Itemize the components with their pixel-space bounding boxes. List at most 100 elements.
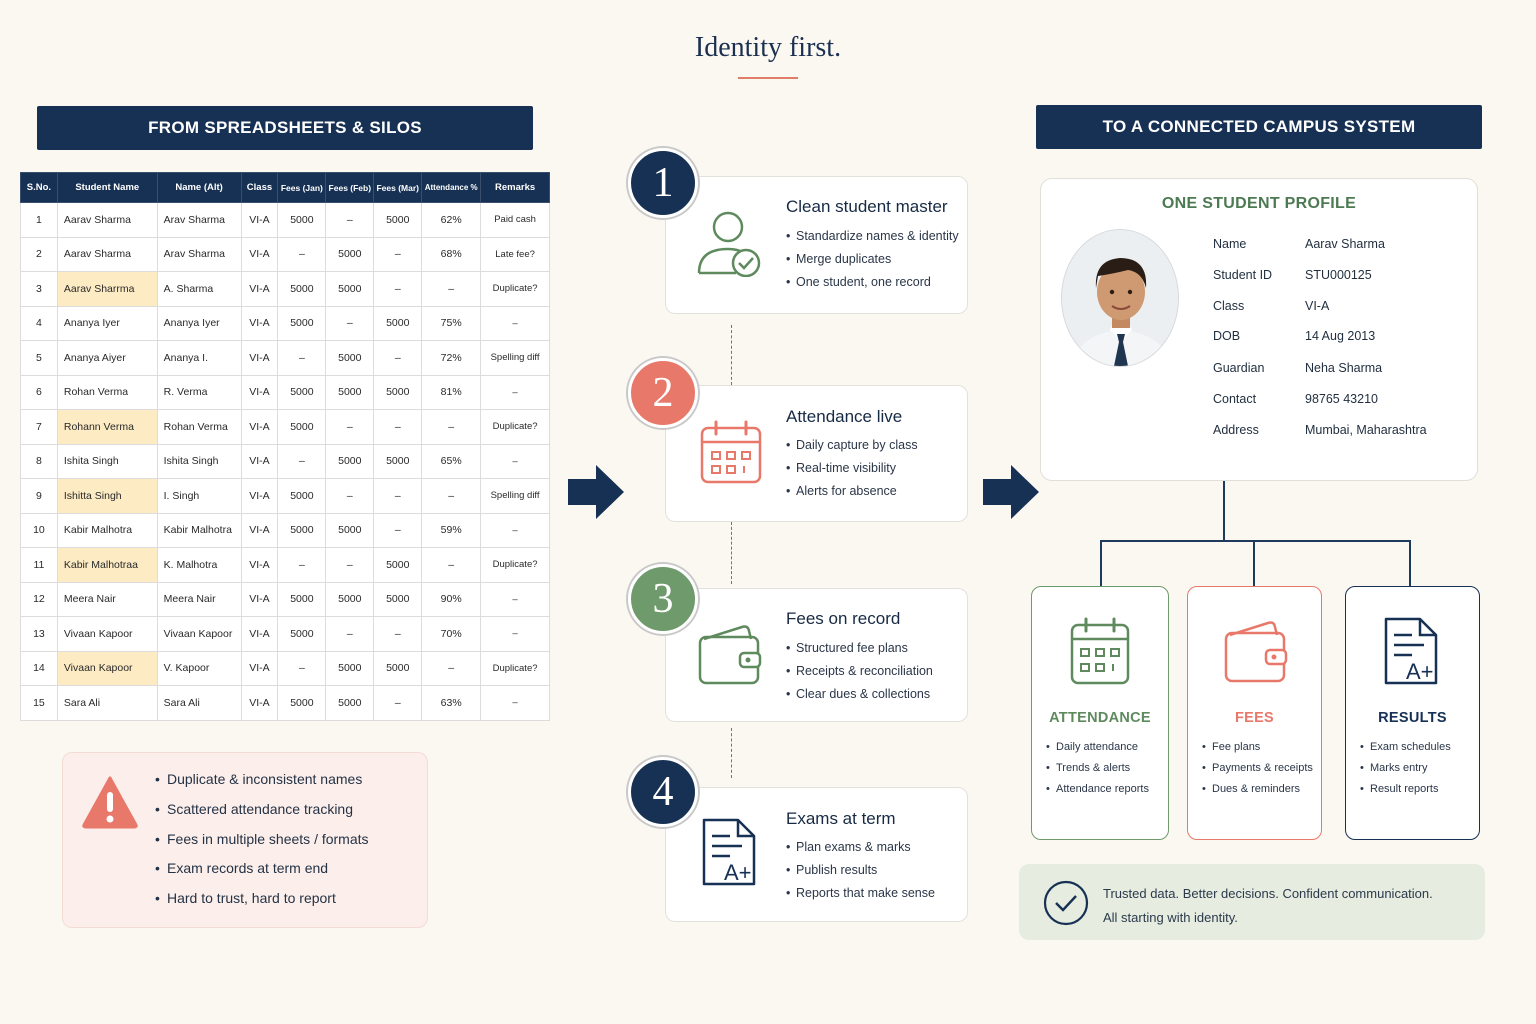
table-cell: 5000 xyxy=(277,478,327,514)
sheet-header: Student Name xyxy=(56,172,158,203)
step-list: Daily capture by class Real-time visibil… xyxy=(786,438,918,507)
module-item: Result reports xyxy=(1360,783,1451,804)
table-cell: Meera Nair xyxy=(156,581,242,617)
table-cell: Aarav Sharma xyxy=(56,236,158,272)
table-cell: – xyxy=(277,340,327,376)
table-cell: 5000 xyxy=(277,581,327,617)
exam-document-icon: A+ xyxy=(1384,617,1438,685)
table-cell: Rohan Verma xyxy=(156,409,242,445)
sheet-header: S.No. xyxy=(20,172,58,203)
table-cell: Duplicate? xyxy=(480,547,550,583)
summary-text: Trusted data. Better decisions. Confiden… xyxy=(1103,882,1433,930)
table-cell: VI-A xyxy=(240,236,279,272)
wallet-icon xyxy=(1224,621,1288,683)
table-cell: 72% xyxy=(421,340,482,376)
profile-label: Student ID xyxy=(1213,268,1273,282)
table-cell: Late fee? xyxy=(480,236,550,272)
table-cell: Spelling diff xyxy=(480,340,550,376)
table-cell: Vivaan Kapoor xyxy=(56,650,158,686)
table-cell: – xyxy=(325,478,375,514)
step-item: Clear dues & collections xyxy=(786,687,933,710)
table-cell: 5000 xyxy=(325,650,375,686)
step-item: One student, one record xyxy=(786,275,959,298)
table-cell: 5000 xyxy=(277,616,327,652)
module-item: Trends & alerts xyxy=(1046,762,1149,783)
table-cell: 62% xyxy=(421,202,482,238)
right-banner: TO A CONNECTED CAMPUS SYSTEM xyxy=(1036,105,1482,149)
avatar xyxy=(1061,229,1179,367)
table-cell: 5000 xyxy=(373,443,423,479)
table-cell: – xyxy=(373,685,423,721)
table-cell: Ishitta Singh xyxy=(56,478,158,514)
table-cell: – xyxy=(373,409,423,445)
step-item: Structured fee plans xyxy=(786,641,933,664)
step-connector xyxy=(731,522,732,584)
table-cell: Rohann Verma xyxy=(56,409,158,445)
step-card-3: Fees on record Structured fee plans Rece… xyxy=(665,588,968,722)
table-cell: Sara Ali xyxy=(156,685,242,721)
step-item: Alerts for absence xyxy=(786,484,918,507)
profile-label: Address xyxy=(1213,423,1259,437)
module-list: Fee plans Payments & receipts Dues & rem… xyxy=(1202,741,1313,804)
step-number-1: 1 xyxy=(628,148,698,218)
table-cell: 81% xyxy=(421,374,482,410)
module-title: FEES xyxy=(1234,710,1275,726)
sheet-header: Fees (Mar) xyxy=(373,172,423,203)
table-cell: 5000 xyxy=(277,409,327,445)
step-list: Standardize names & identity Merge dupli… xyxy=(786,229,959,298)
connector-line xyxy=(1253,540,1255,586)
table-cell: 5000 xyxy=(277,202,327,238)
table-cell: – xyxy=(421,547,482,583)
table-cell: Aarav Sharma xyxy=(56,202,158,238)
table-cell: Duplicate? xyxy=(480,650,550,686)
profile-value: Mumbai, Maharashtra xyxy=(1305,423,1427,437)
step-title: Fees on record xyxy=(786,609,901,628)
table-cell: 5000 xyxy=(277,685,327,721)
table-cell: – xyxy=(421,478,482,514)
table-cell: I. Singh xyxy=(156,478,242,514)
table-cell: Sara Ali xyxy=(56,685,158,721)
table-cell: VI-A xyxy=(240,616,279,652)
table-cell: 5000 xyxy=(373,547,423,583)
module-title: ATTENDANCE xyxy=(1049,710,1151,726)
table-cell: VI-A xyxy=(240,547,279,583)
table-cell: 90% xyxy=(421,581,482,617)
table-cell: – xyxy=(373,478,423,514)
module-list: Daily attendance Trends & alerts Attenda… xyxy=(1046,741,1149,804)
step-connector xyxy=(731,728,732,778)
profile-label: Guardian xyxy=(1213,361,1265,375)
sheet-header: Fees (Feb) xyxy=(325,172,375,203)
issues-box: Duplicate & inconsistent names Scattered… xyxy=(62,752,428,928)
module-results: A+ RESULTS Exam schedules Marks entry Re… xyxy=(1345,586,1480,840)
arrow-right-icon xyxy=(568,465,624,519)
table-cell: 13 xyxy=(20,616,58,652)
step-title: Attendance live xyxy=(786,407,903,426)
table-cell: 10 xyxy=(20,512,58,548)
exam-document-icon: A+ xyxy=(702,818,756,886)
table-cell: 2 xyxy=(20,236,58,272)
module-item: Dues & reminders xyxy=(1202,783,1313,804)
step-connector xyxy=(731,325,732,385)
step-item: Receipts & reconciliation xyxy=(786,664,933,687)
table-cell: 5000 xyxy=(325,271,375,307)
table-cell: 12 xyxy=(20,581,58,617)
step-item: Publish results xyxy=(786,863,935,886)
table-cell: – xyxy=(373,340,423,376)
table-cell: – xyxy=(373,271,423,307)
table-cell: Arav Sharma xyxy=(156,202,242,238)
table-cell: – xyxy=(277,443,327,479)
warning-icon xyxy=(82,776,138,829)
module-item: Fee plans xyxy=(1202,741,1313,762)
table-cell: Kabir Malhotraa xyxy=(56,547,158,583)
table-cell: 5000 xyxy=(325,512,375,548)
